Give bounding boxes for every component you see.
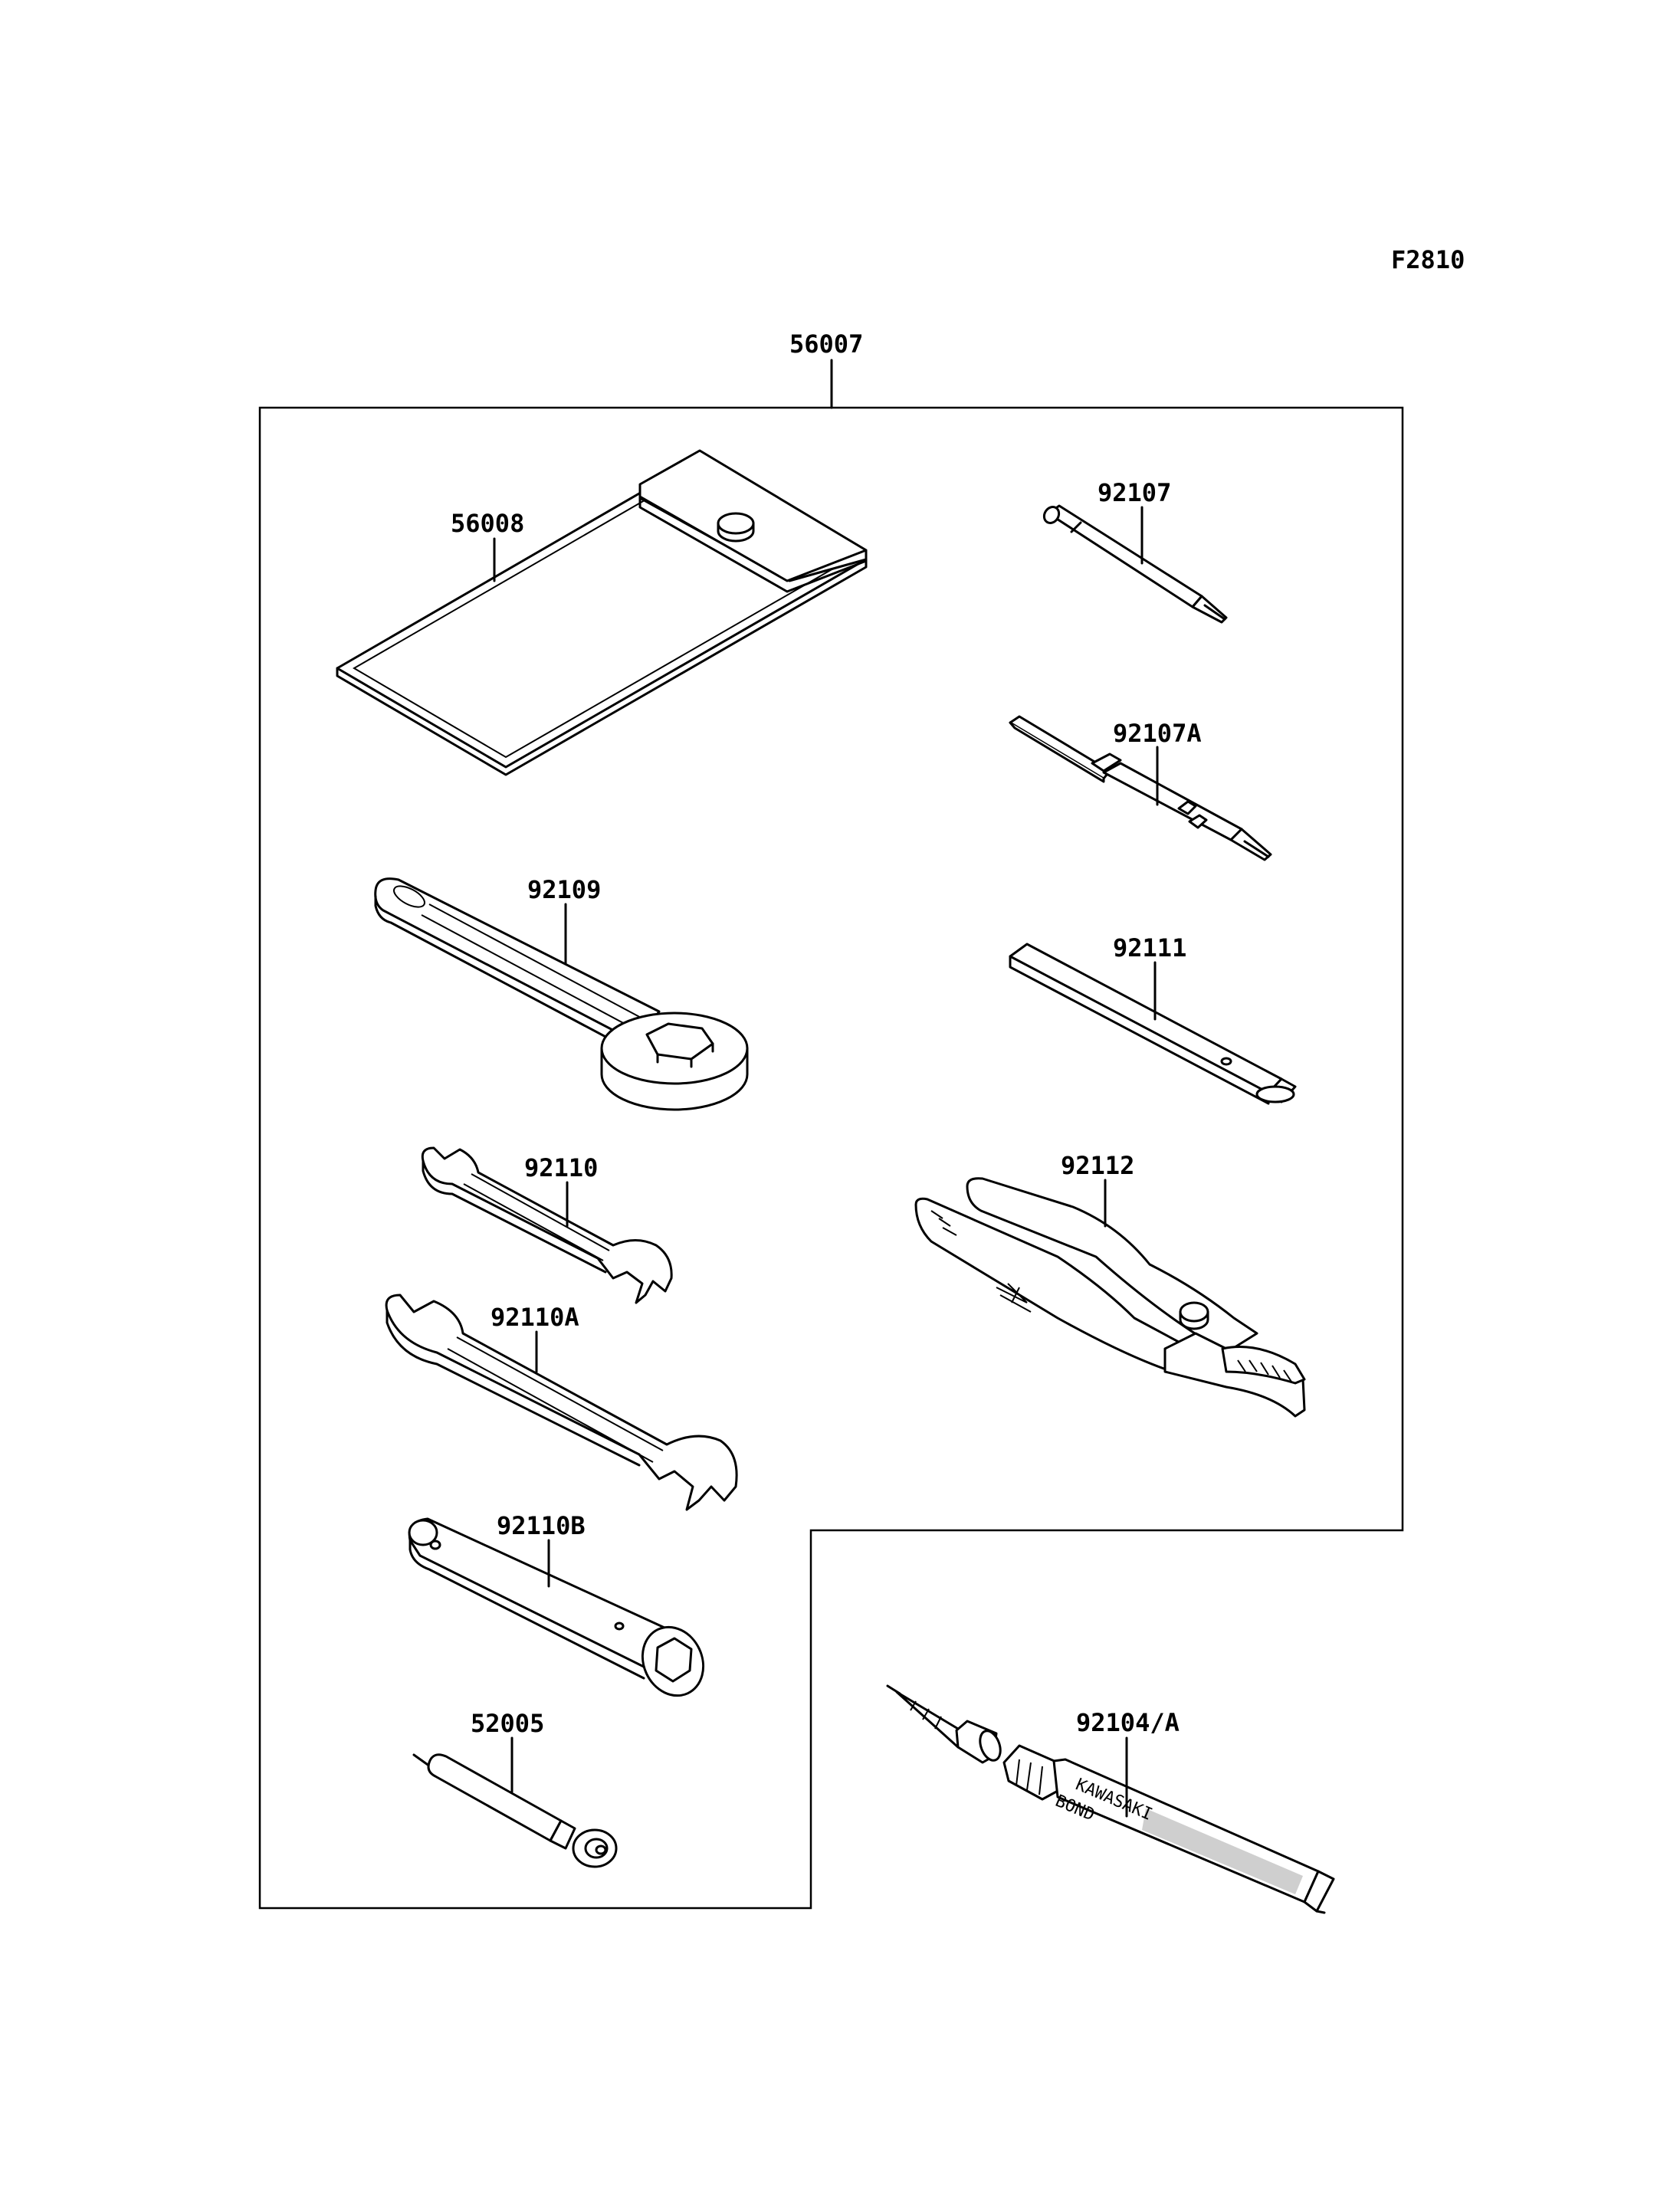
figure-code: F2810 xyxy=(1391,245,1465,274)
tool-kit-frame xyxy=(258,406,1404,1910)
flat-screwdriver[interactable]: 92107A xyxy=(1009,715,1272,861)
part-number-52005: 52005 xyxy=(471,1709,544,1738)
phillips-screwdriver[interactable]: 92107 xyxy=(1042,478,1228,624)
spoke-tool[interactable]: 52005 xyxy=(412,1709,618,1868)
part-number-92109: 92109 xyxy=(527,875,601,904)
kawasaki-bond-tube[interactable]: 92104/A KAWASAKI BOND xyxy=(886,1684,1335,1914)
handle-bar[interactable]: 92111 xyxy=(1009,933,1297,1105)
part-number-92107: 92107 xyxy=(1098,478,1171,507)
box-wrench[interactable]: 92109 xyxy=(374,875,749,1111)
part-number-56008: 56008 xyxy=(451,509,524,538)
tool-pouch[interactable]: 56008 xyxy=(336,449,868,776)
plug-wrench[interactable]: 92110B xyxy=(408,1511,714,1706)
part-number-92110B: 92110B xyxy=(497,1511,586,1540)
part-number-92111: 92111 xyxy=(1113,933,1186,962)
part-number-92110A: 92110A xyxy=(491,1303,579,1332)
part-number-92110: 92110 xyxy=(524,1153,598,1182)
part-number-92104-A: 92104/A xyxy=(1076,1708,1180,1737)
kit-part-number: 56007 xyxy=(789,330,863,359)
open-wrench-small[interactable]: 92110 xyxy=(421,1146,673,1304)
open-wrench-large[interactable]: 92110A xyxy=(385,1294,738,1511)
part-number-92112: 92112 xyxy=(1061,1151,1134,1180)
pliers[interactable]: 92112 xyxy=(914,1151,1306,1418)
part-number-92107A: 92107A xyxy=(1113,719,1202,748)
